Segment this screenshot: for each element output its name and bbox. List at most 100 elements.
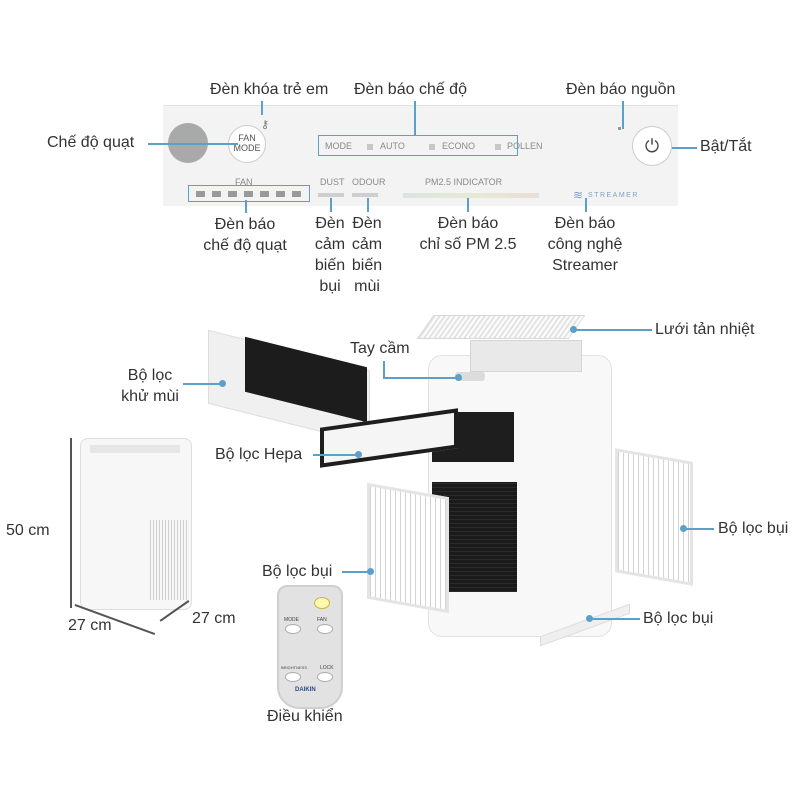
remote-lock-button[interactable] [317,672,333,682]
deodorizing-filter-label: Bộ lọc khử mùi [105,365,195,407]
fan-indicator-box [188,185,310,202]
dust-filter-right [615,448,693,586]
deodor-filter-line1: Bộ lọc [127,367,173,384]
odour-sensor-line2: cảm [351,236,383,253]
handle-dot [455,374,462,381]
streamer-label: STREAMER [588,192,639,199]
dust-sensor-line4: bụi [319,278,341,295]
dust-filter-right-label: Bộ lọc bụi [718,520,789,537]
streamer-line2: công nghệ [547,236,623,253]
mode-econo: ECONO [442,141,476,151]
power-button[interactable]: ⏻ [632,126,672,166]
handle-leader-h [383,377,458,379]
fan-mode-button-line2: MODE [233,143,261,153]
dust-label: DUST [320,177,345,187]
handle-label: Tay cầm [350,340,410,357]
power-led [618,127,621,130]
mode-indicator-box [318,135,518,156]
child-lock-label: Đèn khóa trẻ em [210,81,329,98]
odour-sensor-line4: mùi [354,278,380,295]
dust-filter-left-dot [367,568,374,575]
heat-mesh-dot [570,326,577,333]
dust-sensor-label: Đèn cảm biến bụi [308,213,352,297]
dust-filter-left [367,482,449,614]
height-dimension-line [70,438,72,608]
pm25-line2: chỉ số PM 2.5 [419,236,517,253]
hepa-filter-label: Bộ lọc Hepa [215,446,303,463]
fan-mode-button[interactable]: FAN MODE [228,125,266,163]
remote-brightness-label: BRIGHTNESS [281,665,308,670]
remote-mode-label: MODE [284,617,299,623]
hepa-filter-dot [355,451,362,458]
fan-mode-label: Chế độ quạt [47,134,135,151]
fan-indicator-leader [245,200,247,213]
remote-fan-label: FAN [317,617,327,623]
remote-lock-label: LOCK [320,665,334,671]
streamer-icon: ≋ [573,188,584,202]
mode-indicator-row: MODE AUTO ECONO POLLEN [325,141,665,153]
odour-sensor-leader [367,198,369,212]
odour-sensor-line3: biến [351,257,383,274]
mode-led-econo [429,144,435,150]
dust-filter-left-label: Bộ lọc bụi [262,563,333,580]
fan-level-leds [196,191,304,197]
purifier-side-grille [150,520,188,600]
pm25-label: Đèn báo chỉ số PM 2.5 [408,213,528,255]
dust-led [318,193,344,197]
streamer-leader [585,198,587,212]
streamer-line3: Streamer [552,257,618,274]
dust-sensor-leader [330,198,332,212]
dust-sensor-line1: Đèn [315,215,345,232]
dust-filter-bottom-label: Bộ lọc bụi [643,610,714,627]
pm25-line1: Đèn báo [437,215,499,232]
dust-sensor-line3: biến [314,257,346,274]
mode-led-pollen [495,144,501,150]
odour-sensor-label: Đèn cảm biến mùi [345,213,389,297]
control-panel: FAN MODE ⚷ MODE AUTO ECONO POLLEN FAN DU… [163,105,678,206]
remote-fan-button[interactable] [317,624,333,634]
remote-brightness-button[interactable] [285,672,301,682]
pm25-leader [467,198,469,212]
remote-label: Điều khiển [267,708,343,725]
mode-indicator-label: Đèn báo chế độ [354,81,467,98]
heat-mesh-label: Lưới tản nhiệt [655,321,755,338]
handle-leader-v [383,361,385,378]
handle-slot [455,372,485,381]
mode-auto: AUTO [380,141,405,151]
remote-control: MODE FAN BRIGHTNESS LOCK DAIKIN [277,585,343,709]
fan-indicator-line2: chế độ quạt [203,237,287,254]
child-lock-icon: ⚷ [261,119,270,131]
mode-label: MODE [325,141,352,151]
fan-label: FAN [235,177,253,187]
height-label: 50 cm [6,522,50,539]
fan-indicator-line1: Đèn báo [214,216,276,233]
deodor-filter-line2: khử mùi [121,388,179,405]
odour-label: ODOUR [352,177,386,187]
dust-filter-right-leader [684,528,714,530]
pm25-led-bar [403,193,539,198]
remote-mode-button[interactable] [285,624,301,634]
dust-sensor-line2: cảm [314,236,346,253]
mode-indicator-leader [414,101,416,135]
odour-led [352,193,378,197]
dust-filter-bottom-dot [586,615,593,622]
deodor-filter-dot [219,380,226,387]
fan-mode-button-line1: FAN [238,133,256,143]
remote-power-button[interactable] [314,597,330,609]
dust-filter-right-dot [680,525,687,532]
purifier-front-panel-strip [90,445,180,453]
depth-label: 27 cm [192,610,236,627]
heat-mesh [416,315,586,339]
fan-indicator-label: Đèn báo chế độ quạt [185,214,305,256]
fan-mode-leader [148,143,238,145]
pm25-label: PM2.5 INDICATOR [425,177,503,187]
deodor-filter-leader [183,383,223,385]
hepa-filter-leader [313,454,358,456]
dust-filter-left-leader [342,571,370,573]
power-indicator-leader [622,101,624,129]
remote-brand-logo: DAIKIN [295,687,316,693]
mode-led-auto [367,144,373,150]
dust-filter-bottom-leader [590,618,640,620]
odour-sensor-line1: Đèn [352,215,382,232]
on-off-label: Bật/Tắt [700,138,752,155]
